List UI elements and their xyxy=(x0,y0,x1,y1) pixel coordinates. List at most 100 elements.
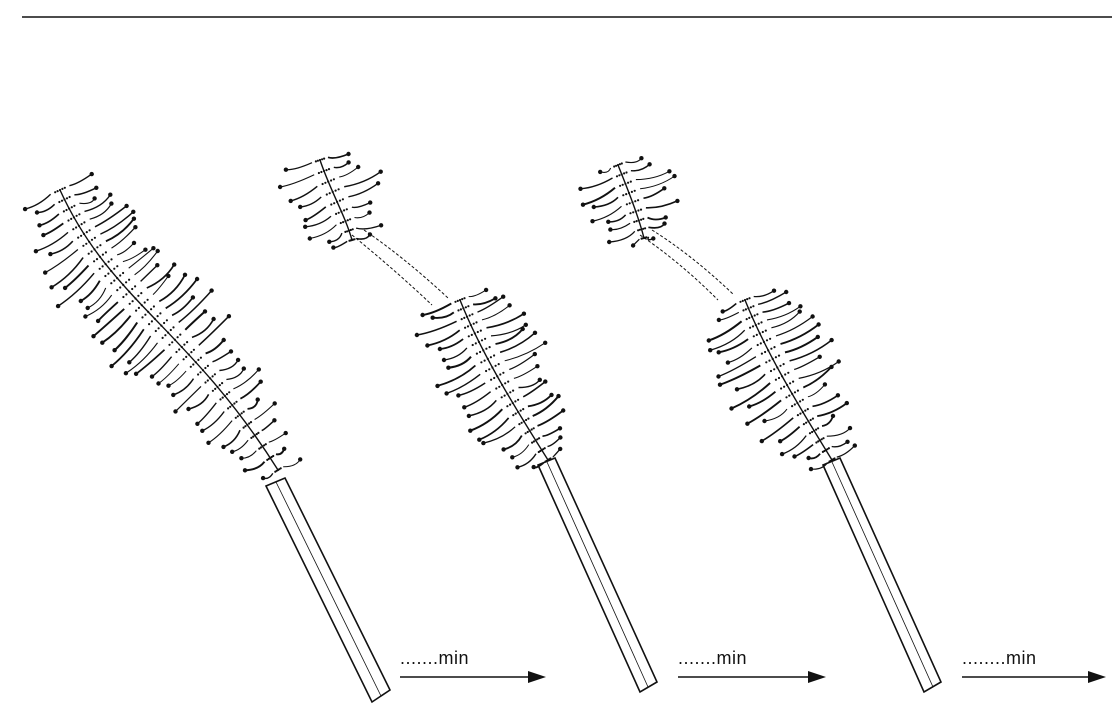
surface-dot xyxy=(783,386,785,388)
tentacle-gland xyxy=(303,225,307,229)
surface-dot xyxy=(459,299,461,301)
surface-dot xyxy=(193,349,195,351)
surface-dot xyxy=(221,382,223,384)
surface-dot xyxy=(154,318,156,320)
tentacle xyxy=(837,446,855,458)
surface-dot xyxy=(613,165,615,167)
tentacle-gland xyxy=(376,181,380,185)
surface-dot xyxy=(258,448,260,450)
surface-dot xyxy=(624,183,626,185)
tentacle xyxy=(417,321,457,335)
surface-dot xyxy=(493,377,495,379)
surface-dot xyxy=(515,413,517,415)
surface-dot xyxy=(637,229,639,231)
tentacle xyxy=(767,306,800,320)
surface-dot xyxy=(338,212,340,214)
tentacle-gland xyxy=(467,414,471,418)
surface-dot xyxy=(501,384,503,386)
surface-dot xyxy=(784,373,786,375)
surface-dot xyxy=(140,292,142,294)
surface-dot xyxy=(274,471,276,473)
surface-dot xyxy=(88,253,90,255)
tentacle-gland xyxy=(257,367,261,371)
surface-dot xyxy=(631,201,633,203)
surface-dot xyxy=(168,344,170,346)
tentacle xyxy=(283,459,300,466)
surface-dot xyxy=(131,288,133,290)
surface-dot xyxy=(214,373,216,375)
surface-dot xyxy=(190,351,192,353)
surface-dot xyxy=(104,275,106,277)
tentacle-gland xyxy=(133,225,137,229)
surface-dot xyxy=(506,393,508,395)
petiole-midline xyxy=(832,462,933,687)
surface-dot xyxy=(86,231,88,233)
tentacle-gland xyxy=(172,262,176,266)
tentacle-gland xyxy=(438,347,442,351)
tentacle xyxy=(334,162,349,167)
surface-dot xyxy=(477,331,479,333)
surface-dot xyxy=(174,339,176,341)
surface-dot xyxy=(517,411,519,413)
surface-dot xyxy=(752,305,754,307)
tentacle xyxy=(464,392,490,408)
tentacle xyxy=(169,371,187,386)
tentacle xyxy=(159,364,179,384)
tentacle-gland xyxy=(91,334,95,338)
tentacle-gland xyxy=(784,290,788,294)
surface-dot xyxy=(183,344,185,346)
tentacle xyxy=(280,175,314,187)
tentacle xyxy=(625,158,641,162)
surface-dot xyxy=(158,327,160,329)
surface-dot xyxy=(73,205,75,207)
surface-dot xyxy=(481,339,483,341)
tentacle-gland xyxy=(261,476,265,480)
surface-dot xyxy=(742,309,744,311)
tentacle xyxy=(795,445,814,457)
surface-dot xyxy=(487,358,489,360)
surface-dot xyxy=(102,265,104,267)
surface-dot xyxy=(323,170,325,172)
surface-dot xyxy=(480,361,482,363)
surface-dot xyxy=(619,163,621,165)
surface-dot xyxy=(495,387,497,389)
surface-dot xyxy=(243,411,245,413)
tentacle xyxy=(785,337,818,353)
surface-dot xyxy=(266,459,268,461)
tentacle-gland xyxy=(639,156,643,160)
tentacle-gland xyxy=(829,365,833,369)
surface-dot xyxy=(631,191,633,193)
blade-midrib xyxy=(320,160,352,240)
tentacle-gland xyxy=(284,431,288,435)
surface-dot xyxy=(521,422,523,424)
tentacle-gland xyxy=(308,236,312,240)
surface-dot xyxy=(619,185,621,187)
tentacle xyxy=(827,428,850,436)
tentacle xyxy=(189,394,209,409)
tentacle-gland xyxy=(425,343,429,347)
tentacle-gland xyxy=(227,314,231,318)
surface-dot xyxy=(233,402,235,404)
surface-dot xyxy=(83,233,85,235)
surface-dot xyxy=(759,332,761,334)
surface-dot xyxy=(212,390,214,392)
surface-dot xyxy=(54,191,56,193)
tentacle xyxy=(423,304,452,316)
tentacle-gland xyxy=(143,248,147,252)
tentacle-gland xyxy=(532,465,536,469)
tentacle-gland xyxy=(446,366,450,370)
surface-dot xyxy=(342,198,344,200)
tentacle-gland xyxy=(112,348,116,352)
tentacle-gland xyxy=(108,193,112,197)
surface-dot xyxy=(186,341,188,343)
surface-dot xyxy=(484,360,486,362)
surface-dot xyxy=(110,282,112,284)
surface-dot xyxy=(325,169,327,171)
surface-dot xyxy=(509,404,511,406)
tentacle-gland xyxy=(166,274,170,278)
surface-dot xyxy=(148,323,150,325)
surface-dot xyxy=(83,221,85,223)
surface-dot xyxy=(799,400,801,402)
tentacle-gland xyxy=(716,374,720,378)
